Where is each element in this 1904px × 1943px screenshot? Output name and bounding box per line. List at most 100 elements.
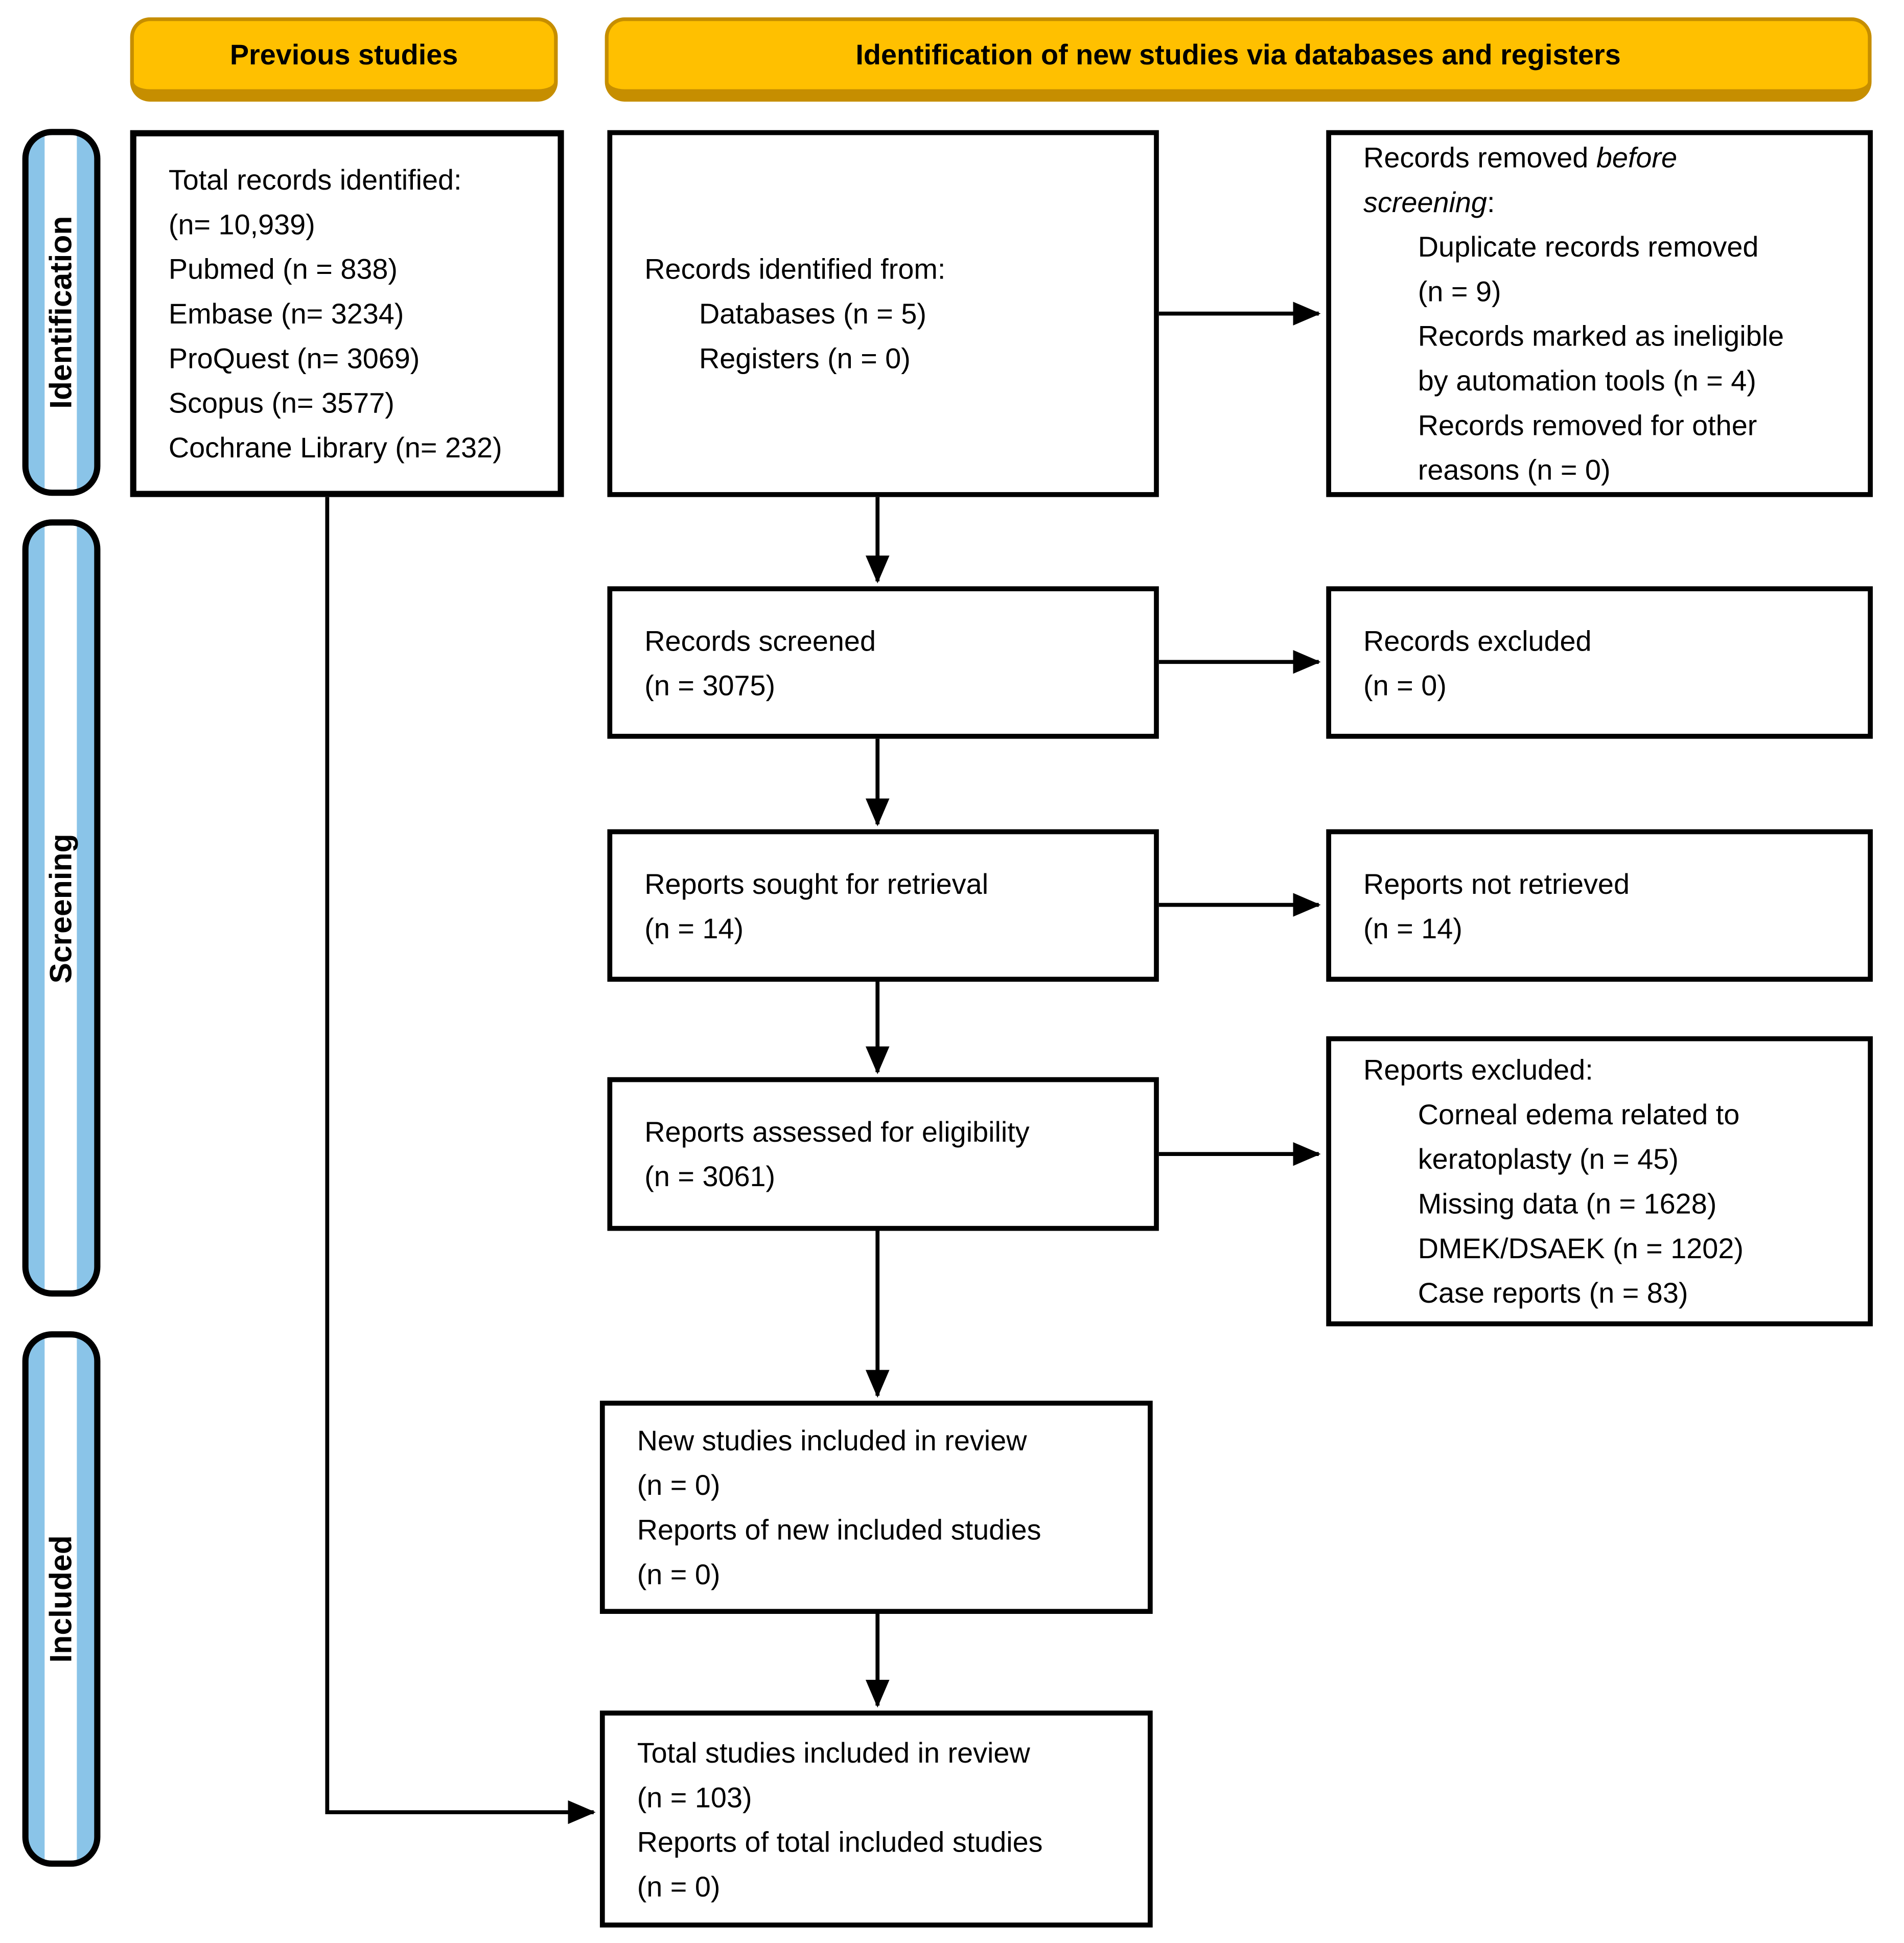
box-text-run: Reports excluded: [1363, 1053, 1593, 1086]
box-text-run: Reports assessed for eligibility [644, 1115, 1030, 1148]
box-reports-sought-for-retrieval: Reports sought for retrieval (n = 14) [607, 829, 1159, 982]
stage-label-stripe [44, 525, 77, 1290]
box-text-line: Records excluded [1363, 618, 1858, 662]
box-text-run: : [1487, 186, 1495, 218]
box-text-line: Records screened [644, 618, 1144, 662]
box-text-run: (n = 14) [1363, 911, 1462, 944]
box-text-line: Records marked as ineligible [1363, 314, 1858, 358]
box-text-line: Records identified from: [644, 247, 1144, 291]
box-text-line: Reports of total included studies [637, 1819, 1138, 1863]
box-text-run: DMEK/DSAEK (n = 1202) [1418, 1232, 1744, 1265]
box-text-run: Records marked as ineligible [1418, 319, 1784, 352]
box-text-line: Pubmed (n = 838) [169, 247, 548, 291]
box-text-run: Embase (n= 3234) [168, 297, 404, 330]
box-text-line: Registers (n = 0) [644, 336, 1144, 380]
box-text-line: Corneal edema related to [1363, 1092, 1858, 1137]
box-text-line: (n = 0) [1363, 662, 1858, 707]
box-text-run: (n= 10,939) [168, 208, 315, 241]
box-text-line: Duplicate records removed [1363, 224, 1858, 269]
header-identification-new-studies-label: Identification of new studies via databa… [855, 38, 1621, 71]
box-records-identified-from: Records identified from: Databases (n = 5… [607, 130, 1159, 497]
box-text-line: (n = 0) [637, 1864, 1138, 1908]
stage-label-identification: Identification [22, 129, 101, 496]
box-records-excluded: Records excluded (n = 0) [1326, 586, 1873, 739]
box-text-run: (n = 3075) [644, 668, 776, 701]
stage-label-identification-text: Identification [43, 216, 78, 409]
box-text-run: Reports not retrieved [1363, 867, 1630, 899]
box-text-run: (n = 0) [637, 1558, 721, 1590]
box-text-line: by automation tools (n = 4) [1363, 358, 1858, 403]
box-text-run: Scopus (n= 3577) [168, 386, 394, 419]
box-text-line: Reports of new included studies [637, 1507, 1138, 1552]
box-reports-assessed-for-eligibility: Reports assessed for eligibility (n = 306… [607, 1077, 1159, 1231]
box-text-run: Duplicate records removed [1418, 230, 1759, 263]
box-text-line: (n = 103) [637, 1774, 1138, 1819]
box-text-run: Total records identified: [168, 164, 462, 196]
box-text-line: (n = 3075) [644, 662, 1144, 707]
box-text-line: Case reports (n = 83) [1363, 1270, 1858, 1315]
box-text-run: Pubmed (n = 838) [168, 252, 398, 285]
box-new-studies-included: New studies included in review (n = 0) Rep… [599, 1400, 1153, 1614]
box-text-line: ProQuest (n= 3069) [169, 336, 548, 380]
header-previous-studies-label: Previous studies [229, 38, 458, 71]
box-text-line: New studies included in review [637, 1418, 1138, 1463]
header-identification-new-studies: Identification of new studies via databa… [605, 17, 1872, 102]
box-records-screened: Records screened (n = 3075) [607, 586, 1159, 739]
box-text-run: (n = 0) [1363, 668, 1447, 701]
box-text-line: Reports sought for retrieval [644, 861, 1144, 906]
box-text-run-italic: before [1596, 141, 1678, 174]
box-text-run: Missing data (n = 1628) [1418, 1187, 1717, 1220]
header-previous-studies: Previous studies [130, 17, 558, 102]
stage-label-screening: Screening [22, 519, 101, 1297]
box-text-run: by automation tools (n = 4) [1418, 364, 1756, 397]
box-text-run-italic: screening [1363, 186, 1487, 218]
box-text-run: Databases (n = 5) [699, 297, 926, 330]
box-text-line: Missing data (n = 1628) [1363, 1182, 1858, 1226]
stage-label-included-text: Included [43, 1535, 78, 1663]
box-text-line: Total studies included in review [637, 1730, 1138, 1774]
box-text-run: Reports of total included studies [637, 1825, 1043, 1858]
stage-label-stripe [44, 1337, 77, 1861]
box-text-run: Records excluded [1363, 624, 1592, 657]
box-text-line: (n = 14) [644, 906, 1144, 950]
box-total-records-identified: Total records identified: (n= 10,939) Pubm… [130, 130, 564, 497]
box-text-run: Cochrane Library (n= 232) [168, 431, 502, 464]
box-text-line: screening: [1363, 180, 1858, 224]
box-text-line: keratoplasty (n = 45) [1363, 1137, 1858, 1181]
box-text-line: Total records identified: [169, 157, 548, 202]
box-text-run: (n = 14) [644, 911, 744, 944]
box-text-line: Embase (n= 3234) [169, 291, 548, 336]
box-text-run: (n = 9) [1418, 275, 1501, 308]
box-text-line: Reports not retrieved [1363, 861, 1858, 906]
box-text-line: Reports excluded: [1363, 1048, 1858, 1092]
box-text-line: (n = 3061) [644, 1154, 1144, 1198]
box-text-line: Records removed for other [1363, 403, 1858, 447]
box-text-line: (n = 14) [1363, 906, 1858, 950]
box-text-line: DMEK/DSAEK (n = 1202) [1363, 1226, 1858, 1270]
box-text-run: Case reports (n = 83) [1418, 1277, 1688, 1309]
box-text-run: ProQuest (n= 3069) [168, 342, 420, 375]
box-text-run: (n = 3061) [644, 1160, 776, 1193]
box-reports-not-retrieved: Reports not retrieved (n = 14) [1326, 829, 1873, 982]
box-text-line: (n = 9) [1363, 269, 1858, 313]
box-text-run: (n = 103) [637, 1780, 752, 1813]
box-text-run: Reports sought for retrieval [644, 867, 989, 899]
box-text-run: Total studies included in review [637, 1736, 1030, 1768]
box-text-line: (n = 0) [637, 1552, 1138, 1597]
box-text-line: Scopus (n= 3577) [169, 381, 548, 425]
arrow-previous-to-total-studies [325, 497, 596, 1824]
box-text-run: keratoplasty (n = 45) [1418, 1143, 1679, 1175]
box-text-line: (n= 10,939) [169, 202, 548, 246]
box-text-line: Records removed before [1363, 135, 1858, 179]
box-text-run: (n = 0) [637, 1869, 721, 1902]
box-total-studies-included: Total studies included in review (n = 103… [599, 1710, 1153, 1928]
box-text-run: (n = 0) [637, 1469, 721, 1501]
box-text-run: Registers (n = 0) [699, 342, 911, 375]
box-text-line: (n = 0) [637, 1463, 1138, 1507]
box-text-run: reasons (n = 0) [1418, 453, 1611, 486]
box-text-run: Records screened [644, 624, 876, 657]
